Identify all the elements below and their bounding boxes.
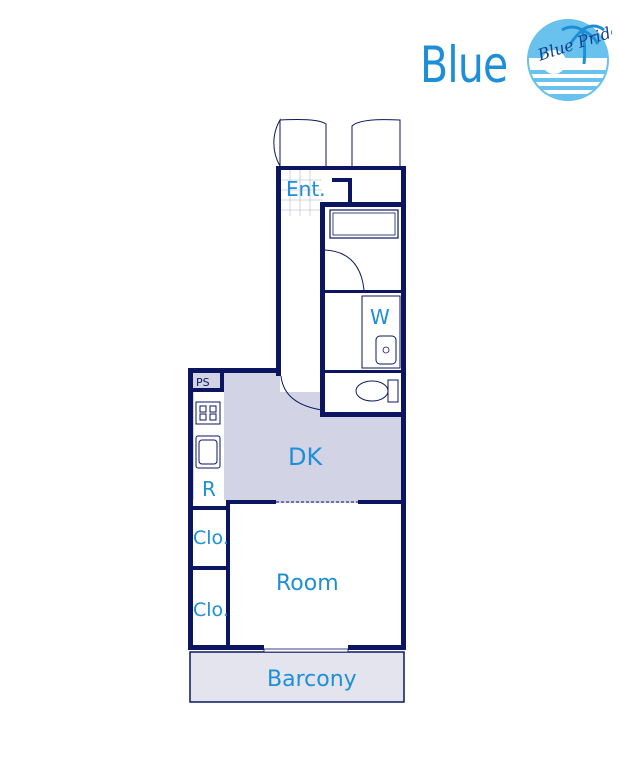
label-dining-kitchen: DK	[288, 443, 323, 471]
label-balcony: Barcony	[267, 667, 357, 692]
label-entrance: Ent.	[286, 177, 326, 201]
brand-logo: Blue Blue Pride	[416, 18, 612, 102]
entrance-doors	[273, 118, 401, 168]
label-closet-2: Clo.	[193, 599, 229, 621]
toilet	[355, 379, 399, 403]
balcony-area	[189, 651, 405, 703]
interior-doors	[280, 249, 365, 411]
entrance-tiles	[280, 170, 322, 216]
logo-seal-icon: Blue Pride	[527, 19, 612, 101]
dk-floor	[192, 372, 404, 503]
kitchen-sink	[195, 435, 221, 469]
washroom-box	[361, 295, 401, 369]
bathtub	[329, 209, 399, 239]
balcony-window	[263, 648, 349, 653]
walls	[188, 166, 406, 650]
label-room: Room	[276, 571, 339, 596]
label-refrigerator: R	[202, 477, 216, 501]
logo-wordmark: Blue	[420, 36, 508, 94]
stove	[195, 401, 221, 425]
wash-basin	[375, 335, 397, 365]
label-washroom: W	[370, 305, 390, 329]
label-closet-1: Clo.	[193, 527, 229, 549]
label-pipe-space: PS	[196, 376, 210, 389]
